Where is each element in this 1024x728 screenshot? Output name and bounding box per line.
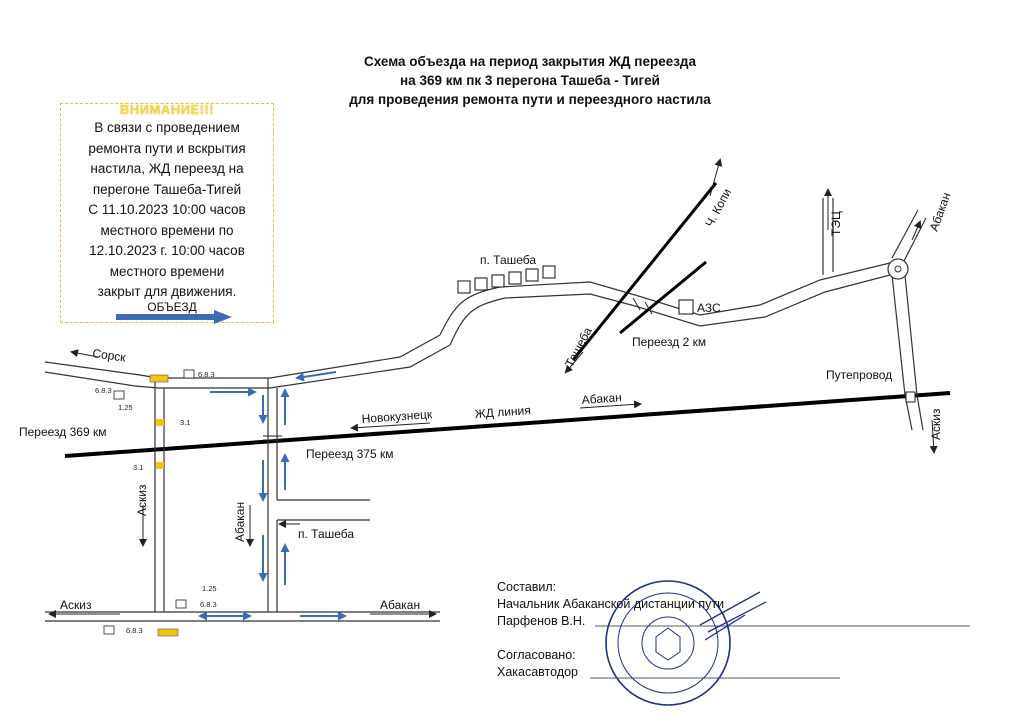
sign-1-25: 1.25 — [202, 584, 217, 593]
compiler-name: Парфенов В.Н. — [497, 614, 586, 628]
sign-6-8-3: 6.8.3 — [198, 370, 215, 379]
detour-label: ОБЪЕЗД — [147, 300, 197, 314]
notice-box: ВНИМАНИЕ!!! В связи с проведением ремонт… — [60, 102, 274, 324]
closure-sign-icon — [156, 419, 164, 426]
overpass-icon — [905, 391, 916, 403]
railway-line — [64, 391, 951, 458]
notice-line: закрыт для движения. — [97, 284, 237, 299]
road-sorsk-inner — [44, 344, 451, 389]
notice-line: местного времени — [109, 263, 225, 279]
label-askiz-bottom: Аскиз — [60, 598, 92, 612]
closure-sign-icon — [149, 374, 169, 383]
label-tets: ТЭЦ — [829, 211, 843, 236]
title-line-3: для проведения ремонта пути и переездног… — [349, 92, 711, 107]
sign-3-1: 3.1 — [180, 418, 190, 427]
label-askiz-vertical: Аскиз — [135, 484, 149, 516]
label-puteprovod: Путепровод — [826, 368, 892, 382]
notice-line: В связи с проведением — [94, 120, 240, 135]
label-pereezd-375: Переезд 375 км — [306, 447, 394, 461]
sign-6-8-3: 6.8.3 — [126, 626, 143, 635]
agreed-org: Хакасавтодор — [497, 665, 579, 679]
notice-line: 12.10.2023 г. 10:00 часов — [89, 243, 245, 258]
detour-sign-icon — [175, 599, 187, 609]
gas-station-icon — [678, 299, 694, 315]
roads — [44, 198, 927, 622]
road-tasheba-curve-inner — [449, 274, 891, 346]
closure-sign-icon — [157, 628, 179, 637]
label-novokuznetsk: Новокузнецк — [361, 407, 433, 426]
sign-1-25: 1.25 — [118, 403, 133, 412]
label-tasheba-road: Ташеба — [562, 325, 595, 370]
compiler-position: Начальник Абаканской дистанции пути — [497, 597, 725, 611]
label-abakan-rail: Абакан — [581, 390, 622, 407]
detour-sign-icon — [183, 369, 195, 379]
notice-line: ремонта пути и вскрытия — [88, 140, 246, 156]
sign-3-1: 3.1 — [133, 463, 143, 472]
label-azs: АЗС — [697, 301, 721, 315]
label-p-tasheba-top: п. Ташеба — [480, 253, 536, 267]
notice-line: настила, ЖД переезд на — [90, 161, 244, 176]
label-rail-line: ЖД линия — [474, 403, 531, 421]
label-pereezd-2: Переезд 2 км — [632, 335, 706, 349]
label-askiz-right: Аскиз — [929, 408, 943, 440]
scheme-title: Схема объезда на период закрытия ЖД пере… — [300, 52, 760, 109]
houses — [457, 265, 556, 294]
notice-line: местного времени по — [100, 222, 234, 238]
notice-line: С 11.10.2023 10:00 часов — [88, 202, 246, 217]
label-abakan-top: Абакан — [927, 191, 954, 233]
detour-sign-icon — [113, 390, 125, 400]
road-tasheba-curve — [439, 262, 891, 336]
title-line-2: на 369 км пк 3 перегона Ташеба - Тигей — [400, 73, 660, 88]
road-sorsk — [44, 334, 441, 379]
notice-line: перегоне Ташеба-Тигей — [92, 181, 242, 197]
closure-sign-icon — [156, 462, 164, 469]
label-abakan-bottom: Абакан — [380, 598, 420, 612]
label-abakan-vertical: Абакан — [233, 502, 247, 542]
agreed-label: Согласовано: — [497, 648, 576, 662]
official-stamp-icon — [605, 580, 767, 706]
sign-6-8-3: 6.8.3 — [200, 600, 217, 609]
compiled-label: Составил: — [497, 580, 557, 594]
label-sorsk: Сорск — [92, 346, 128, 365]
railway-branch-2 — [619, 260, 707, 335]
notice-heading: ВНИМАНИЕ!!! — [119, 102, 215, 117]
railway-branch-kopi — [571, 182, 718, 361]
title-line-1: Схема объезда на период закрытия ЖД пере… — [363, 54, 696, 69]
sign-6-8-3: 6.8.3 — [95, 386, 112, 395]
detour-sign-icon — [103, 625, 115, 635]
detour-arrow-icon — [116, 310, 232, 324]
label-pereezd-369: Переезд 369 км — [19, 425, 107, 439]
label-p-tasheba-bottom: п. Ташеба — [298, 527, 354, 541]
notice-body: В связи с проведением ремонта пути и вск… — [61, 118, 273, 303]
